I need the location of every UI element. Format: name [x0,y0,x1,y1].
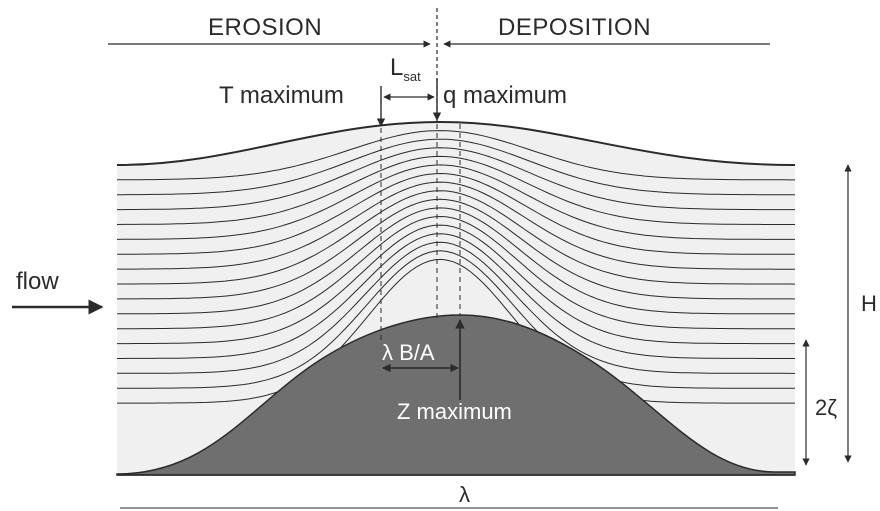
streamline [117,250,795,389]
lambda-label: λ [459,482,470,507]
streamline [117,190,796,285]
streamline [117,207,795,315]
streamline [116,164,795,240]
streamline [117,215,795,330]
lambda-b-a-label: λ B/A [382,340,435,365]
z-max-label: Z maximum [397,399,512,424]
streamline [117,198,795,300]
streamline [117,147,795,211]
h-label: H [861,291,877,316]
streamline [117,233,795,359]
erosion-label: EROSION [208,14,323,41]
streamline [117,241,795,374]
streamline [117,130,795,181]
streamline [117,181,795,270]
l-sat-label: Lsat [390,56,421,83]
q-max-label: q maximum [443,82,568,109]
water-surface [116,120,796,166]
streamline [117,258,795,404]
deposition-label: DEPOSITION [498,14,652,41]
streamline [117,138,795,196]
two-zeta-label: 2ζ [815,395,837,420]
streamlines [116,130,796,404]
flow-label: flow [16,268,59,295]
streamline [116,155,795,225]
t-max-label: T maximum [219,82,344,109]
l-sat-base: L [390,54,404,81]
l-sat-subscript: sat [403,68,421,84]
streamline [117,224,795,345]
bedform-hump [116,314,796,476]
guide-lines [380,124,461,340]
streamline [117,172,795,255]
